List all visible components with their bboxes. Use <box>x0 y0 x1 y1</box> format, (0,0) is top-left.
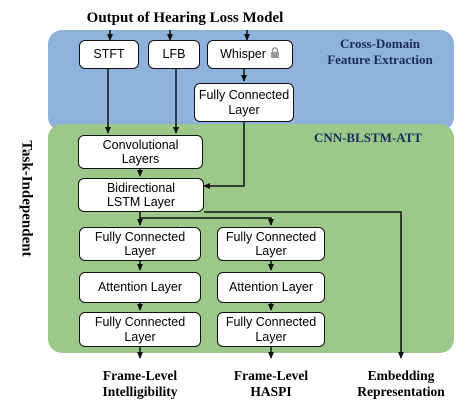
lock-icon <box>270 46 279 58</box>
stft-box: STFT <box>79 40 139 69</box>
right-fc1-box: Fully Connected Layer <box>217 227 325 261</box>
convolutional-layers-box: Convolutional Layers <box>78 135 203 169</box>
whisper-box: Whisper <box>207 40 293 69</box>
left-fc2-box: Fully Connected Layer <box>79 312 201 347</box>
fc-whisper-box: Fully Connected Layer <box>194 83 294 122</box>
cross-domain-label: Cross-Domain Feature Extraction <box>327 36 433 67</box>
left-fc1-box: Fully Connected Layer <box>79 227 201 261</box>
output-haspi: Frame-Level HASPI <box>233 368 309 400</box>
cnn-blstm-att-label: CNN-BLSTM-ATT <box>313 130 423 145</box>
right-fc2-box: Fully Connected Layer <box>217 312 325 347</box>
blstm-layer-box: Bidirectional LSTM Layer <box>78 178 204 212</box>
output-embedding: Embedding Representation <box>357 368 445 400</box>
lfb-box: LFB <box>148 40 200 69</box>
diagram-title: Output of Hearing Loss Model <box>86 10 284 26</box>
left-attention-box: Attention Layer <box>79 272 201 303</box>
task-independent-label: Task-Independent <box>18 140 35 257</box>
right-attention-box: Attention Layer <box>217 272 325 303</box>
output-intelligibility: Frame-Level Intelligibility <box>102 368 178 400</box>
